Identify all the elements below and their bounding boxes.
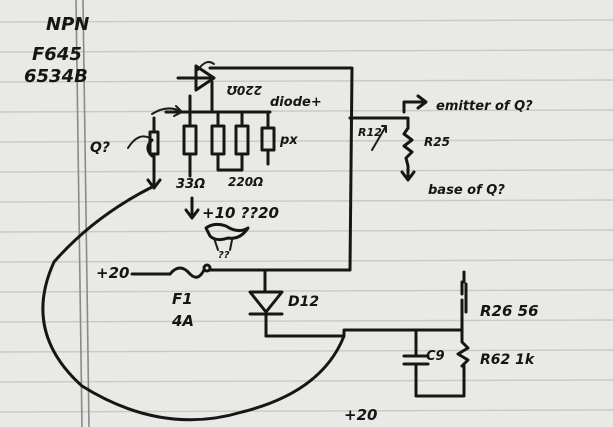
component-px [260, 126, 276, 152]
q-transistor-symbol [146, 130, 160, 158]
resistor-220-b [234, 124, 250, 156]
label-r62: R62 1k [480, 352, 536, 368]
header-npn: NPN [46, 14, 89, 35]
circuit-drawing [41, 61, 470, 422]
label-220-ohm: 220Ω [228, 175, 263, 189]
ruled-lines [0, 19, 613, 413]
label-r12: R12 [358, 126, 382, 139]
label-resistor-top: 220Ω [227, 83, 262, 97]
label-diode: diode+ [270, 95, 322, 110]
label-plus20-left: +20 [96, 264, 129, 282]
label-r25: R25 [424, 135, 450, 149]
resistor-r62 [456, 328, 470, 368]
label-px: px [279, 133, 298, 148]
resistor-r25 [400, 126, 416, 182]
label-d12: D12 [288, 294, 319, 310]
label-c9: C9 [426, 349, 445, 364]
label-power-line: +10 ??20 [202, 204, 279, 222]
loop-wire [41, 184, 346, 422]
label-plus20-bottom: +20 [344, 406, 377, 424]
header-part-number: F645 [32, 44, 82, 65]
margin-lines [75, 0, 90, 427]
label-fuse: F1 [172, 290, 193, 308]
top-diode-symbol [176, 64, 216, 92]
diode-d12 [248, 290, 284, 316]
resistor-220-a [210, 124, 226, 156]
resistor-r26 [460, 280, 468, 320]
handwritten-labels: NPN F645 6534B Q? 220Ω diode+ 33Ω 220Ω p… [24, 14, 539, 424]
label-33-ohm: 33Ω [176, 177, 205, 192]
label-fuse-rating: 4A [171, 312, 194, 330]
label-base: base of Q? [428, 183, 505, 198]
label-scribble: ?? [218, 250, 230, 261]
scribbled-component [204, 222, 250, 242]
resistor-33 [182, 124, 198, 156]
header-code: 6534B [24, 66, 88, 87]
fuse-symbol [168, 266, 206, 279]
label-emitter: emitter of Q? [436, 99, 533, 114]
label-r26: R26 56 [480, 302, 539, 320]
label-q-left: Q? [90, 140, 110, 156]
